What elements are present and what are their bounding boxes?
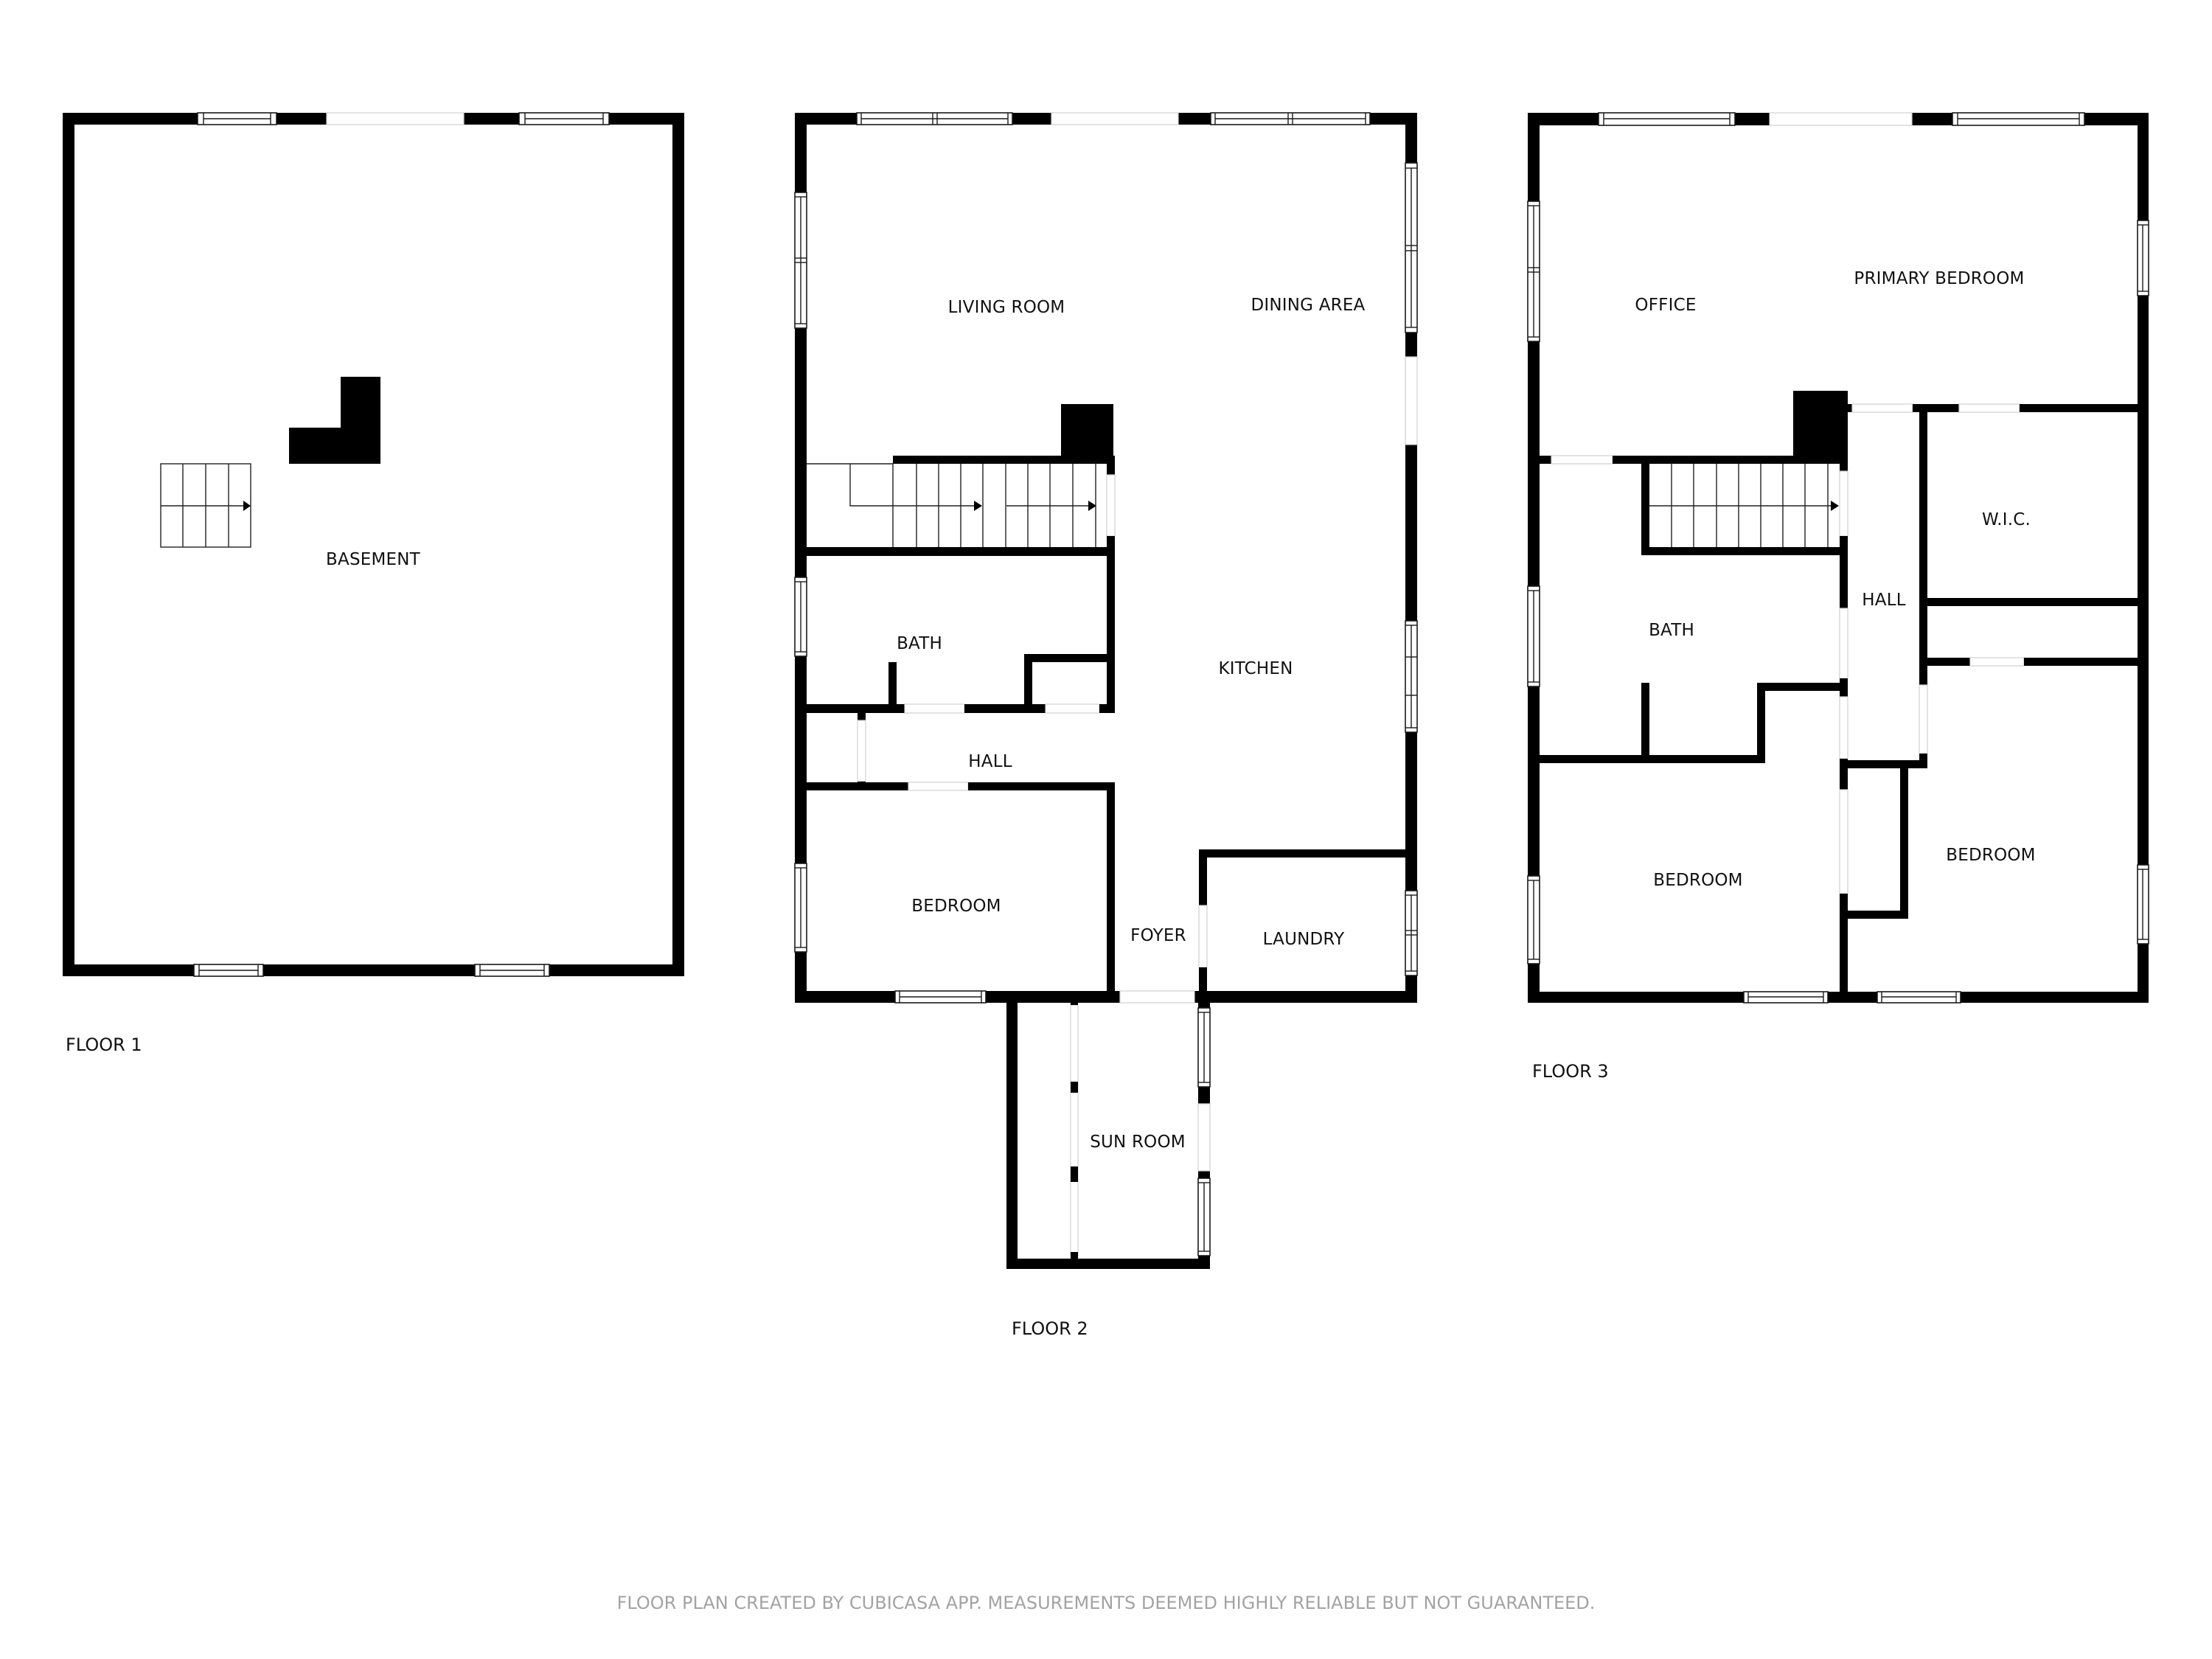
chimney — [1061, 404, 1113, 464]
room-label-laundry: LAUNDRY — [1262, 930, 1345, 949]
foyer-doorway — [1119, 990, 1195, 1004]
floor-3-plan — [1527, 112, 2149, 1004]
chimney — [1793, 391, 1848, 464]
floor-1-label: FLOOR 1 — [66, 1034, 142, 1055]
room-label-hall: HALL — [1862, 591, 1906, 610]
doorway — [326, 112, 465, 125]
staircase-icon — [1649, 464, 1839, 547]
room-label-basement: BASEMENT — [326, 550, 420, 569]
room-label-wic: W.I.C. — [1981, 510, 2031, 529]
window-icon — [197, 112, 277, 125]
doorway — [1405, 356, 1418, 445]
window-icon — [1405, 620, 1418, 733]
staircase-icon — [160, 463, 251, 548]
window-icon — [794, 863, 807, 953]
staircase-icon — [807, 463, 1096, 547]
window-icon — [474, 964, 550, 977]
window-icon — [1743, 991, 1829, 1004]
window-icon — [1877, 991, 1961, 1004]
floor-3-label: FLOOR 3 — [1532, 1061, 1609, 1082]
window-icon — [1197, 1007, 1211, 1088]
room-label-bedroom: BEDROOM — [911, 897, 1001, 916]
room-label-hall: HALL — [968, 752, 1012, 771]
window-icon — [1527, 201, 1540, 342]
window-icon — [2137, 220, 2149, 296]
room-label-office: OFFICE — [1635, 296, 1697, 315]
window-icon — [1952, 112, 2085, 126]
window-icon — [1527, 585, 1540, 687]
floor-2-label: FLOOR 2 — [1012, 1318, 1088, 1339]
room-label-sun-room: SUN ROOM — [1090, 1133, 1186, 1152]
room-label-living-room: LIVING ROOM — [947, 298, 1065, 317]
window-icon — [518, 112, 610, 125]
room-label-bath: BATH — [1649, 621, 1694, 640]
chimney — [289, 377, 380, 464]
room-label-primary-bedroom: PRIMARY BEDROOM — [1854, 269, 2025, 288]
glass-partition — [1070, 1004, 1079, 1256]
window-icon — [1210, 112, 1371, 125]
window-icon — [1598, 112, 1736, 126]
room-label-bedroom: BEDROOM — [1653, 871, 1743, 890]
room-label-kitchen: KITCHEN — [1218, 659, 1293, 678]
floor-1-plan — [63, 112, 684, 977]
window-icon — [856, 112, 1013, 125]
doorway — [1051, 112, 1179, 125]
room-label-bedroom: BEDROOM — [1946, 846, 2036, 865]
window-icon — [1527, 875, 1540, 964]
doorway — [1769, 112, 1913, 126]
room-label-foyer: FOYER — [1130, 926, 1186, 945]
room-label-bath: BATH — [897, 634, 942, 653]
window-icon — [1197, 1178, 1211, 1256]
window-icon — [1405, 890, 1418, 976]
window-icon — [2137, 864, 2149, 945]
floor-2-plan — [794, 112, 1418, 1269]
room-label-dining-area: DINING AREA — [1251, 296, 1366, 315]
window-icon — [894, 990, 987, 1004]
disclaimer-footer: FLOOR PLAN CREATED BY CUBICASA APP. MEAS… — [616, 1593, 1596, 1613]
window-icon — [794, 577, 807, 657]
window-icon — [193, 964, 264, 977]
window-icon — [794, 192, 807, 329]
window-icon — [1405, 162, 1418, 333]
